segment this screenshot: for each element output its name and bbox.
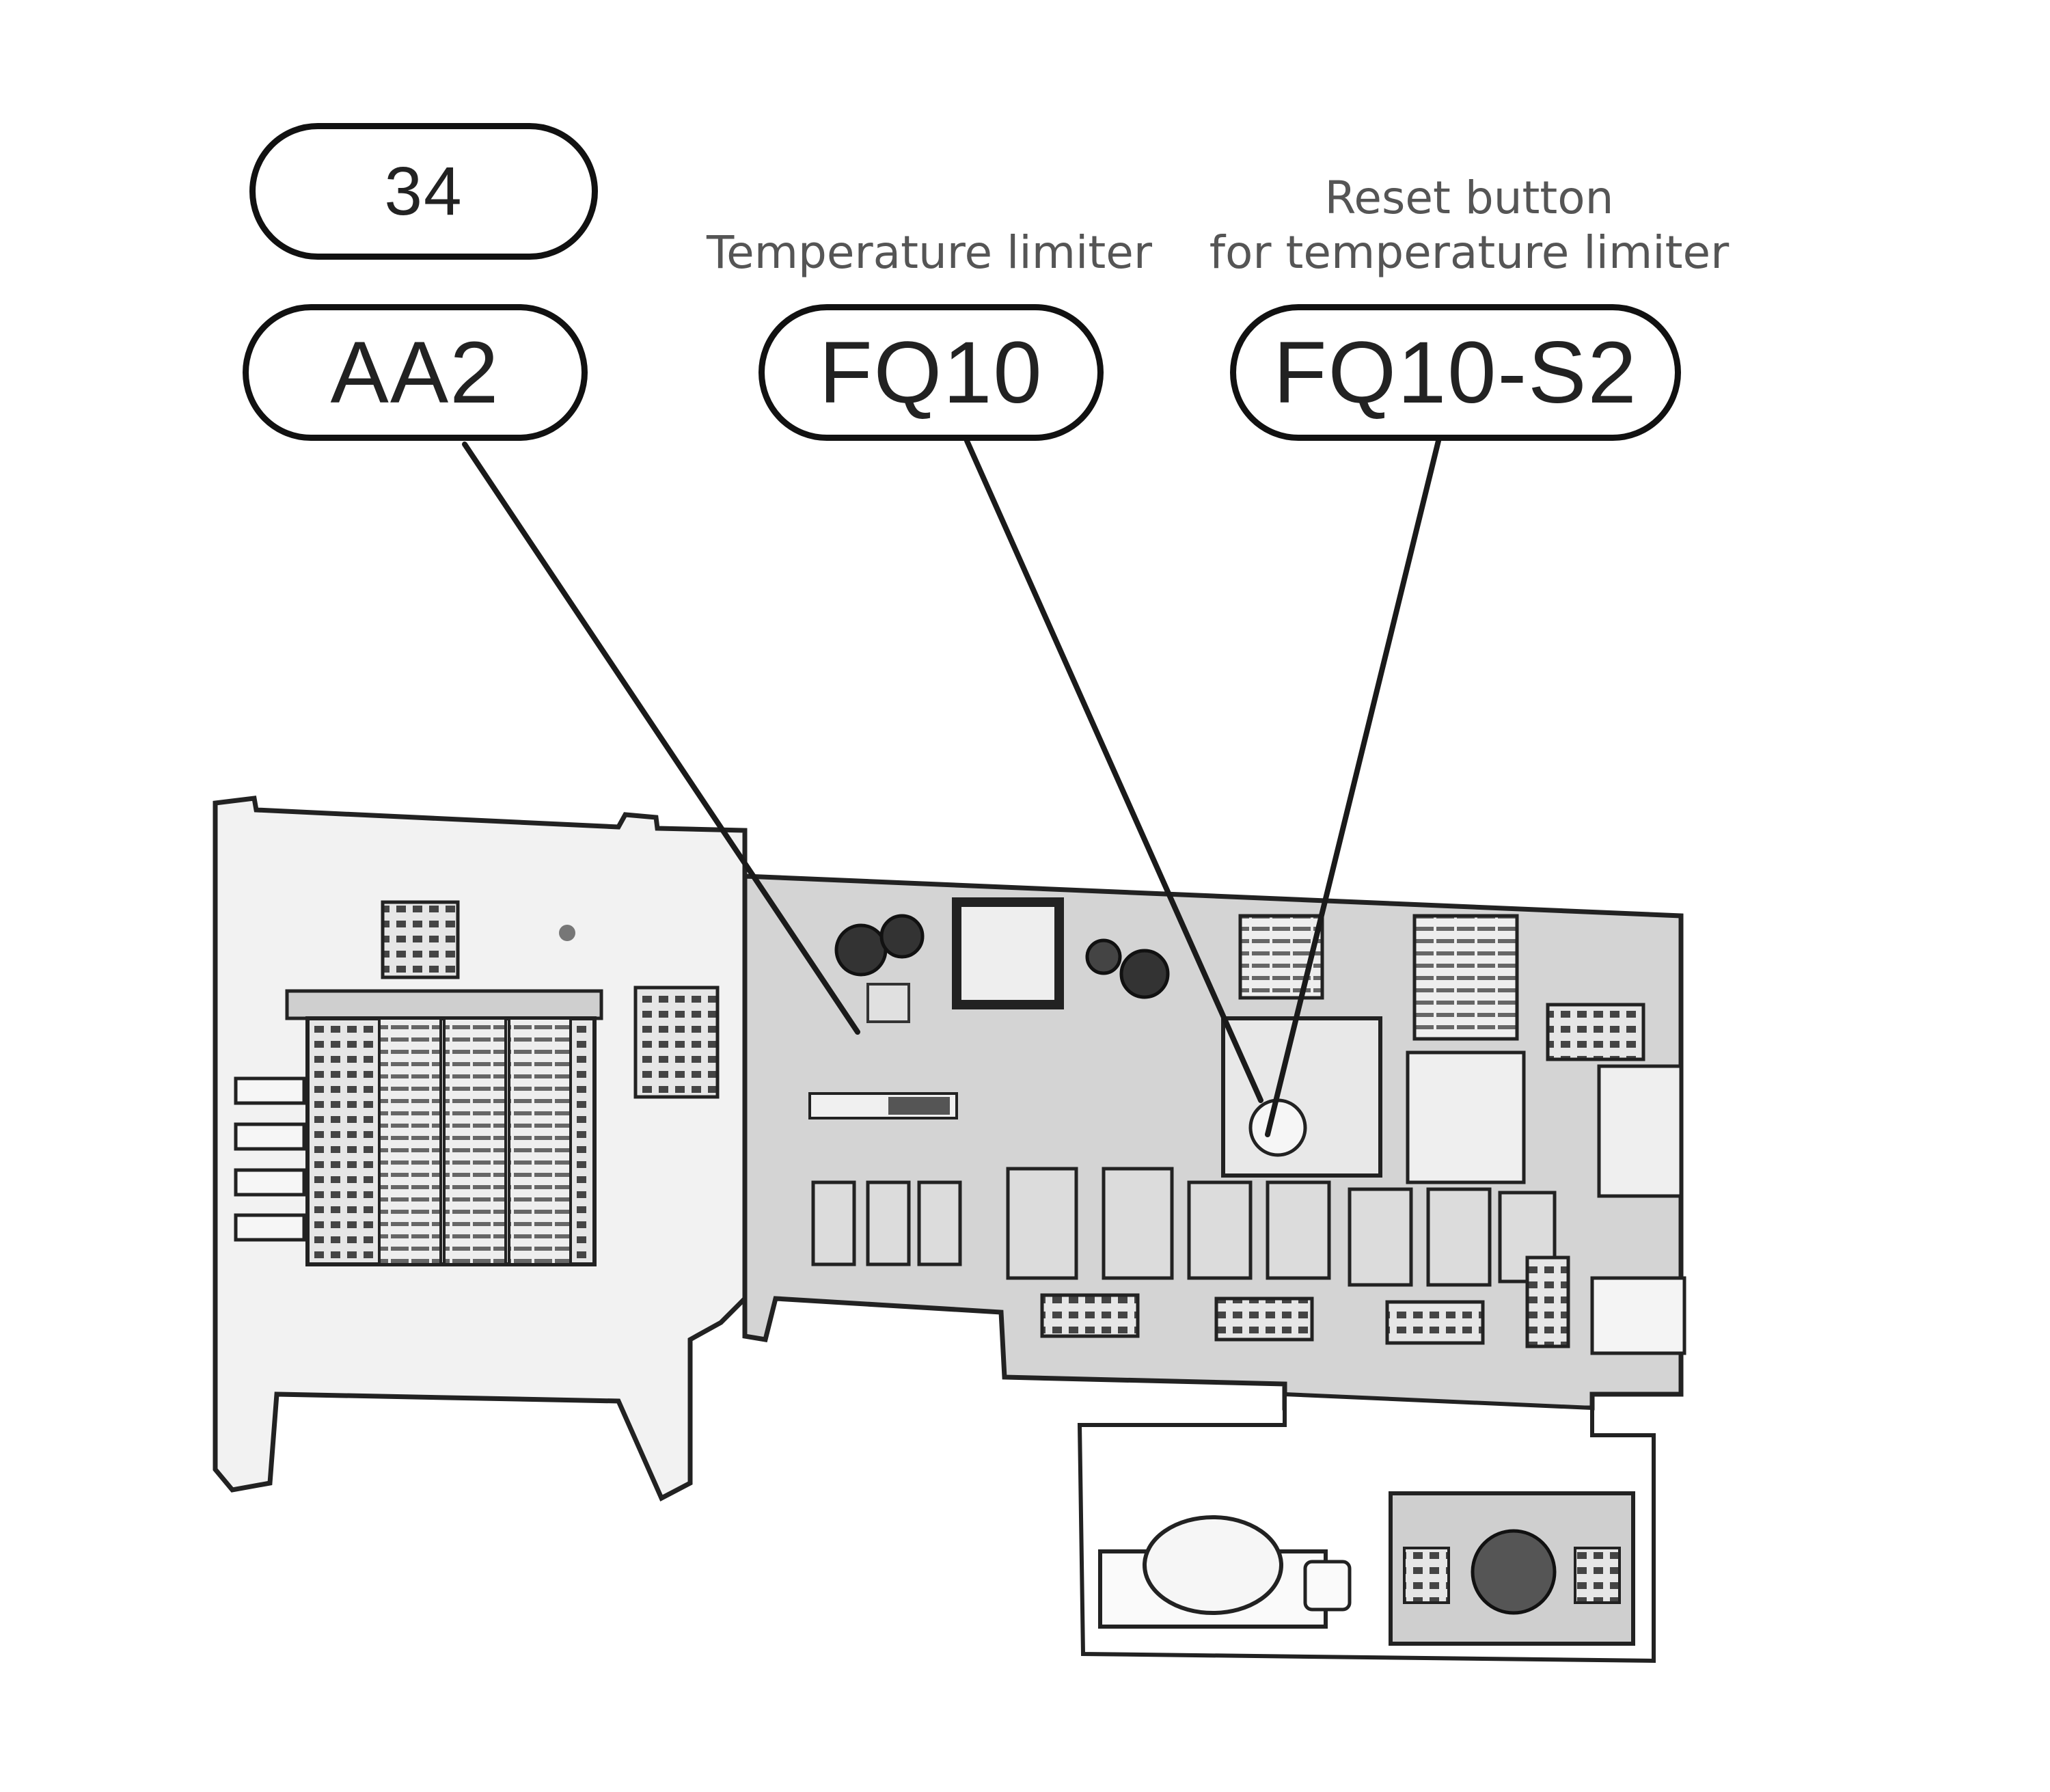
coil-tab bbox=[1303, 1560, 1352, 1612]
connector-right-1 bbox=[1546, 1003, 1645, 1061]
leader-line-aa2 bbox=[462, 442, 860, 1035]
connector-right-3 bbox=[1590, 1276, 1686, 1355]
connector-right-2 bbox=[1597, 1064, 1683, 1198]
terminal-column-2 bbox=[443, 1017, 507, 1266]
main-pcb bbox=[742, 873, 1686, 1411]
temperature-limiter-block bbox=[1221, 1016, 1382, 1178]
reset-button-caption: Reset button for temperature limiter bbox=[1196, 171, 1742, 280]
relay-row bbox=[811, 1167, 1557, 1287]
reset-button-label-text: FQ10-S2 bbox=[1273, 323, 1638, 422]
board-label-aa2: AA2 bbox=[243, 304, 588, 441]
reset-button-subtext: for temperature limiter bbox=[1209, 226, 1730, 279]
mounting-bracket bbox=[213, 796, 748, 1502]
reset-button-label-fq10-s2: FQ10-S2 bbox=[1230, 304, 1681, 441]
temperature-limiter-label-fq10: FQ10 bbox=[758, 304, 1104, 441]
fuse bbox=[888, 1097, 950, 1115]
small-component bbox=[866, 983, 910, 1023]
leader-lines bbox=[462, 438, 1441, 1137]
terminal-column-3 bbox=[508, 1017, 572, 1266]
connector-top-right bbox=[1412, 914, 1519, 1041]
sensor-pins-left bbox=[1403, 1547, 1450, 1604]
leader-line-fq10 bbox=[964, 438, 1263, 1103]
coil bbox=[1143, 1515, 1283, 1615]
side-connector bbox=[633, 986, 720, 1099]
capacitor bbox=[879, 914, 925, 959]
sensor-pins-right bbox=[1574, 1547, 1621, 1604]
terminal-column-1 bbox=[378, 1017, 442, 1266]
item-number-text: 34 bbox=[384, 152, 463, 230]
leader-line-fq10-s2 bbox=[1265, 438, 1441, 1137]
reset-button-text: Reset button bbox=[1324, 172, 1614, 224]
sensor-dome bbox=[1471, 1529, 1557, 1615]
temperature-limiter-label-text: FQ10 bbox=[819, 323, 1043, 422]
terminal-strip bbox=[285, 989, 603, 1020]
auxiliary-board bbox=[1077, 1391, 1656, 1664]
capacitor bbox=[1119, 949, 1170, 999]
transformer bbox=[952, 897, 1064, 1009]
mounting-hole bbox=[559, 925, 575, 941]
bracket-bottom-edge bbox=[276, 1392, 619, 1403]
reset-button-knob bbox=[1248, 1098, 1307, 1157]
capacitor bbox=[1085, 938, 1122, 975]
temperature-limiter-text: Temperature limiter bbox=[707, 226, 1152, 279]
relay-stack bbox=[1406, 1050, 1526, 1184]
capacitor bbox=[834, 923, 888, 977]
temperature-limiter-caption: Temperature limiter bbox=[690, 226, 1168, 280]
board-label-text: AA2 bbox=[330, 323, 500, 422]
item-number-label: 34 bbox=[249, 123, 598, 260]
top-connector bbox=[381, 900, 460, 979]
pin-headers bbox=[1040, 1255, 1570, 1348]
bracket-side-tabs bbox=[234, 1076, 306, 1242]
